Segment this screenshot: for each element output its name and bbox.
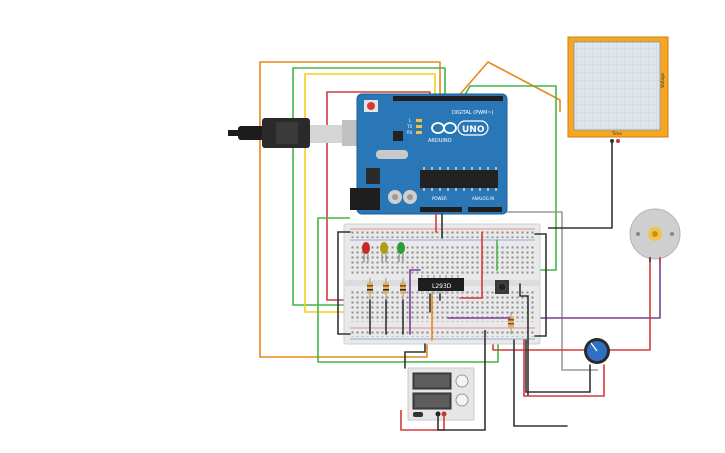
- wire-black-supply[interactable]: [437, 330, 486, 431]
- supply-power-switch[interactable]: [413, 412, 423, 417]
- resistor[interactable]: [367, 278, 373, 300]
- oscilloscope-voltage-label: Voltage: [660, 72, 665, 88]
- wire-black-rail[interactable]: [534, 233, 547, 337]
- wire-black-left[interactable]: [337, 231, 351, 335]
- scope-terminal[interactable]: [616, 139, 620, 143]
- wire-red-pot[interactable]: [523, 339, 605, 397]
- wire-green-outer[interactable]: [292, 67, 446, 306]
- led-red[interactable]: [362, 242, 370, 262]
- digital-pwm-label: DIGITAL (PWM~): [452, 110, 494, 116]
- wire-black-scope[interactable]: [548, 140, 613, 229]
- potentiometer[interactable]: [584, 338, 610, 364]
- arduino-brand-label: ARDUINO: [428, 138, 452, 144]
- analog-in-label: ANALOG IN: [472, 196, 494, 201]
- wire-purple-motor[interactable]: [510, 256, 661, 319]
- led-yellow[interactable]: [380, 242, 388, 262]
- scope-terminal[interactable]: [610, 139, 614, 143]
- resistor[interactable]: [400, 278, 406, 300]
- supply-wires: [400, 330, 486, 431]
- dc-motor[interactable]: [629, 208, 681, 262]
- push-button[interactable]: [495, 280, 509, 294]
- digital-header[interactable]: [393, 96, 503, 101]
- resistor[interactable]: [508, 312, 514, 334]
- resistor[interactable]: [383, 278, 389, 300]
- arduino-infinity-logo-icon: [431, 122, 457, 134]
- arduino-uno-board[interactable]: L TX RX DIGITAL (PWM~) UNO ARDUINO POWER…: [350, 93, 508, 215]
- power-label: POWER: [432, 196, 447, 201]
- supply-voltage-knob[interactable]: [455, 374, 469, 388]
- led-label-rx: RX: [407, 130, 413, 135]
- driver-ic-label: L293D: [432, 283, 452, 290]
- usb-cable: [228, 118, 362, 148]
- l293d-driver-ic[interactable]: L293D: [418, 275, 464, 294]
- wire-black-pot[interactable]: [525, 339, 591, 393]
- wire-black-bottom[interactable]: [513, 339, 568, 427]
- arduino-model-label: UNO: [462, 125, 485, 135]
- supply-current-knob[interactable]: [455, 393, 469, 407]
- wires-front: [337, 213, 605, 427]
- crystal: [376, 150, 408, 159]
- oscilloscope-time-label: Time: [611, 131, 622, 136]
- oscilloscope[interactable]: Time Voltage: [567, 36, 669, 143]
- wire-gray[interactable]: [490, 211, 598, 371]
- led-green[interactable]: [397, 242, 405, 262]
- power-supply[interactable]: [407, 367, 475, 421]
- wire-black-btn[interactable]: [519, 283, 529, 396]
- reset-button[interactable]: [367, 102, 375, 110]
- wire-yellow[interactable]: [304, 73, 436, 313]
- wire-red-ic[interactable]: [459, 231, 483, 299]
- wire-purple-ic[interactable]: [409, 269, 421, 335]
- wire-orange-scope[interactable]: [454, 61, 561, 112]
- led-label-l: L: [409, 118, 412, 123]
- atmega-chip: [420, 170, 498, 188]
- wire-green-lower[interactable]: [317, 217, 499, 363]
- wire-black-supply-top[interactable]: [404, 343, 426, 369]
- analog-header[interactable]: [468, 207, 502, 212]
- wire-green-right[interactable]: [461, 85, 557, 271]
- led-label-tx: TX: [406, 124, 412, 129]
- power-header[interactable]: [420, 207, 462, 212]
- wire-red-supply[interactable]: [400, 410, 445, 431]
- dc-power-jack[interactable]: [350, 188, 380, 210]
